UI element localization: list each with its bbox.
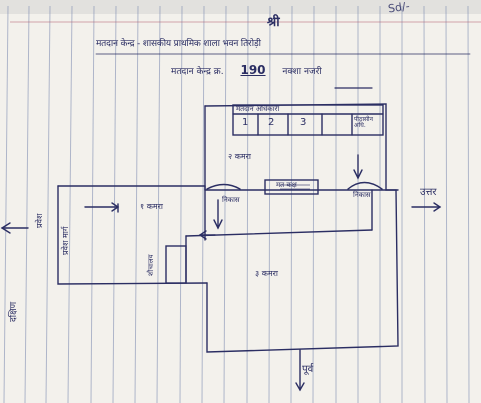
signature: Sd/- xyxy=(387,0,411,16)
toilet-box xyxy=(165,245,187,284)
polling-station-number: 190 xyxy=(240,63,266,77)
counter-1: 1 xyxy=(242,117,249,128)
direction-north: उत्तर xyxy=(420,187,437,198)
door-arc-right xyxy=(347,181,383,190)
toilet-label: शौचालय xyxy=(147,254,155,276)
direction-east: पूर्व xyxy=(302,364,314,375)
exit-right-label: निकास xyxy=(353,191,371,199)
counter-2: 2 xyxy=(268,117,275,128)
room1-label: १ कमरा xyxy=(140,202,163,211)
direction-south: दक्षिण xyxy=(9,301,19,322)
presiding-officer-slot: पीठासीन अधि. xyxy=(354,116,373,129)
evm-label: मत कक्ष xyxy=(276,181,297,189)
exit-left-label: निकास xyxy=(222,196,240,204)
entrance-label: प्रवेश xyxy=(35,213,44,228)
evm-box xyxy=(264,179,319,195)
left-wing-label: प्रवेश मार्ग xyxy=(61,226,70,255)
counter-table xyxy=(232,104,384,136)
room2-label: २ कमरा xyxy=(228,152,251,161)
left-wing-outline xyxy=(57,185,208,285)
heading-line2: मतदान केन्द्र क्र. 190 नक्शा नजरी xyxy=(171,64,322,77)
door-arc-left xyxy=(206,183,241,190)
heading-line1: मतदान केन्द्र - शासकीय प्राथमिक शाला भवन… xyxy=(96,39,261,49)
counter-header: मतदान अधिकारी xyxy=(236,105,280,113)
heading-top: श्री xyxy=(267,15,280,30)
heading-line2-prefix: मतदान केन्द्र क्र. xyxy=(171,67,224,77)
ruled-lines xyxy=(3,5,470,403)
heading-line2-suffix: नक्शा नजरी xyxy=(282,67,322,77)
counter-3: 3 xyxy=(300,117,307,128)
room3-label: ३ कमरा xyxy=(255,269,278,278)
